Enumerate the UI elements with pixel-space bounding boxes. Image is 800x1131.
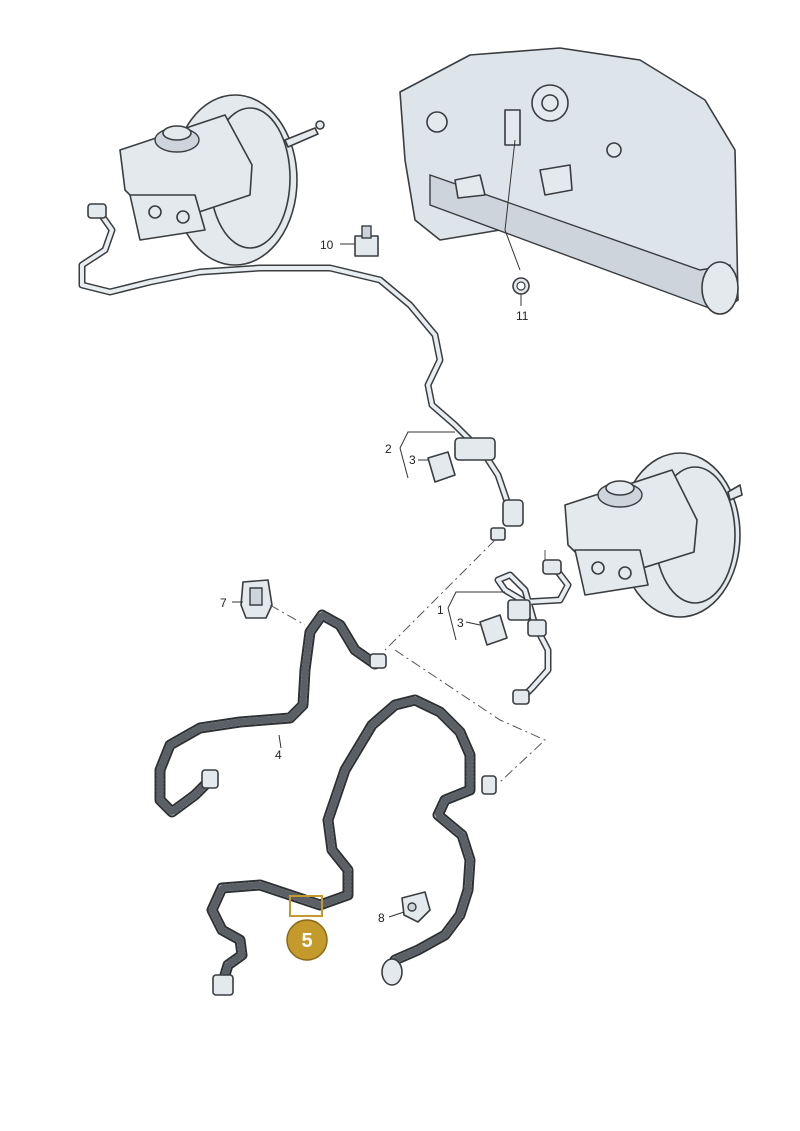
brake-booster-upper: [119, 94, 325, 266]
bracket-part-7: [240, 579, 273, 619]
holder-part-3-lower: [479, 614, 508, 646]
holder-part-3-upper: [427, 451, 456, 483]
brake-pipe-upper: [78, 203, 524, 541]
brake-booster-lower: [564, 452, 743, 618]
reference-lines: [269, 539, 546, 783]
badge-5-label: 5: [301, 930, 312, 952]
hose-part-4: [154, 609, 387, 818]
callout-3-upper: 3: [409, 453, 416, 467]
callout-1: 1: [437, 603, 444, 617]
clip-part-8: [401, 891, 431, 923]
clip-part-10: [340, 225, 379, 257]
callout-leaders: [232, 431, 505, 918]
hose-part-5: [206, 694, 497, 996]
callout-7: 7: [220, 596, 227, 610]
highlight-box-part-5: [289, 895, 323, 917]
callout-2: 2: [385, 442, 392, 456]
callout-3-lower: 3: [457, 616, 464, 630]
brake-pipe-lower: [494, 559, 572, 705]
callout-11: 11: [516, 309, 529, 323]
highlight-badge-part-5[interactable]: 5: [286, 919, 328, 961]
callout-4: 4: [275, 748, 282, 762]
vehicle-body-section: [399, 47, 739, 315]
callout-10: 10: [320, 238, 334, 252]
callout-8: 8: [378, 911, 385, 925]
seal-ring-part-11: [512, 277, 530, 306]
